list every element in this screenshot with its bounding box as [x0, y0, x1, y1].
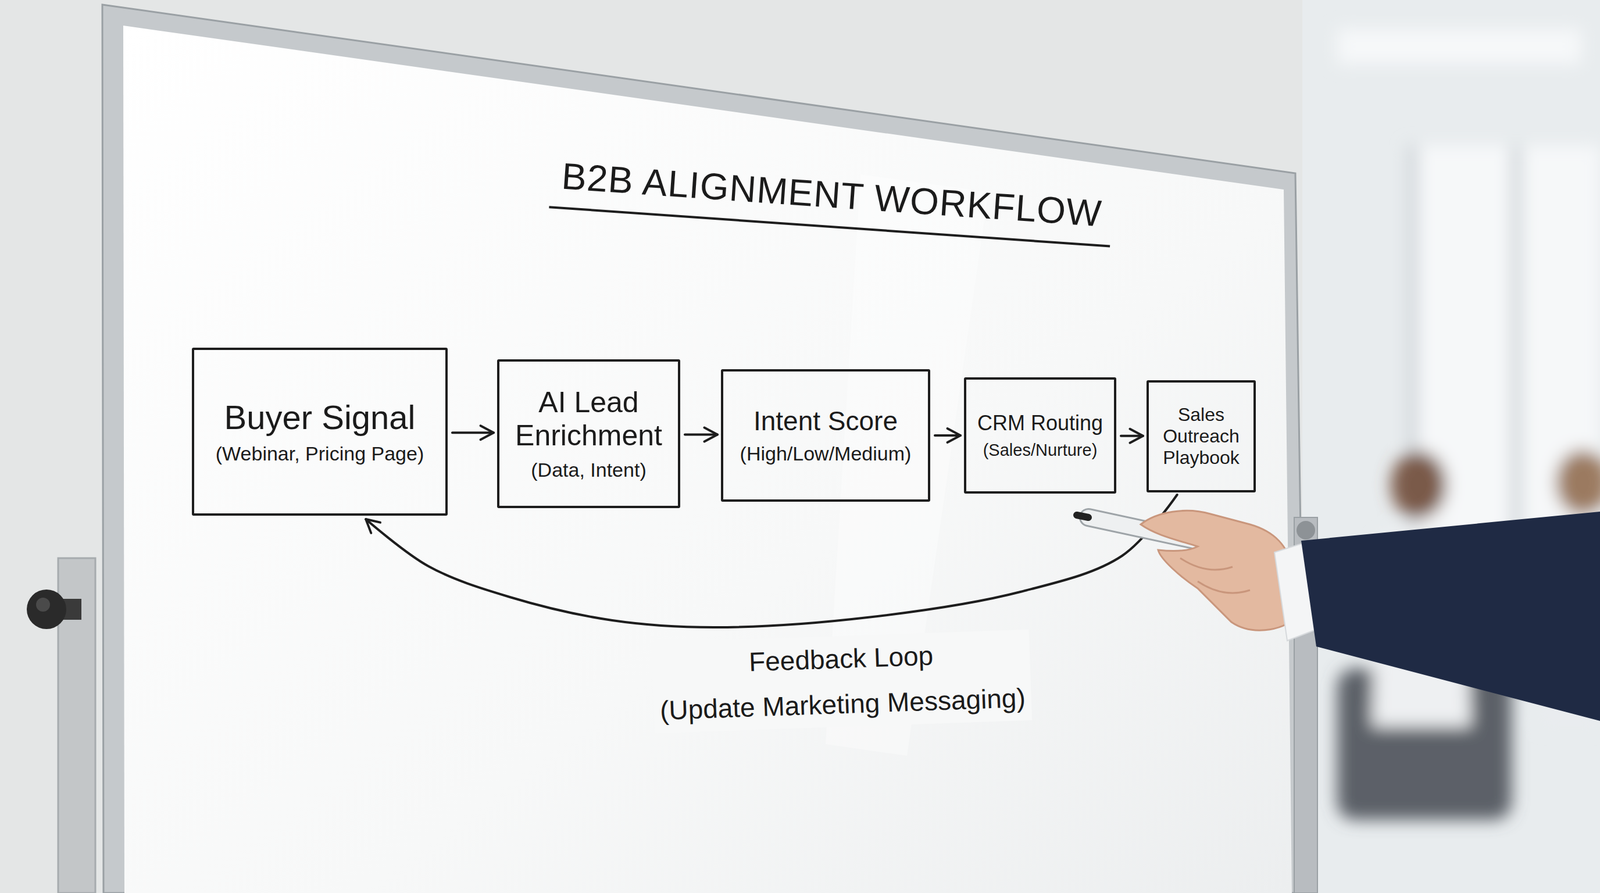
marker-tip	[1076, 515, 1089, 518]
diagram-title: B2B ALIGNMENT WORKFLOW	[548, 153, 1114, 248]
box-heading: Intent Score	[753, 405, 898, 437]
knob-highlight	[36, 597, 50, 612]
box-heading: CRM Routing	[977, 411, 1103, 435]
process-box: AI Lead Enrichment (Data, Intent)	[497, 359, 681, 509]
process-box: Sales Outreach Playbook	[1146, 380, 1256, 493]
box-subtitle: (Data, Intent)	[530, 458, 646, 482]
person-head	[1555, 450, 1600, 516]
ceiling-light	[1337, 29, 1582, 64]
hand	[1140, 510, 1298, 631]
feedback-loop-arrow	[365, 494, 1177, 628]
flow-arrow	[1120, 434, 1144, 438]
stand-clamp	[1296, 520, 1316, 540]
flow-arrow	[452, 431, 494, 434]
stand-knob	[26, 589, 67, 630]
process-box: CRM Routing (Sales/Nurture)	[963, 377, 1117, 494]
finger-line	[1197, 581, 1250, 594]
edge-label: Feedback Loop (Update Marketing Messagin…	[651, 629, 1032, 734]
window-frame	[1511, 145, 1521, 576]
box-heading: AI Lead Enrichment	[509, 386, 668, 453]
process-box: Buyer Signal (Webinar, Pricing Page)	[191, 347, 448, 516]
title-block: B2B ALIGNMENT WORKFLOW	[548, 153, 1114, 248]
box-subtitle: (Sales/Nurture)	[983, 440, 1098, 460]
suit-sleeve	[1301, 511, 1600, 721]
box-subtitle: (High/Low/Medium)	[740, 442, 912, 466]
box-heading: Buyer Signal	[224, 398, 416, 438]
box-subtitle: (Webinar, Pricing Page)	[215, 442, 424, 466]
process-box: Intent Score (High/Low/Medium)	[720, 369, 931, 502]
board-surface	[123, 25, 1292, 893]
office-room	[1302, 0, 1600, 893]
flow-arrow	[934, 434, 961, 437]
person-head	[1390, 451, 1447, 519]
box-heading: Sales Outreach Playbook	[1159, 404, 1244, 469]
flow-arrow	[684, 433, 718, 437]
board-frame	[102, 4, 1306, 893]
finger-line	[1180, 558, 1233, 570]
